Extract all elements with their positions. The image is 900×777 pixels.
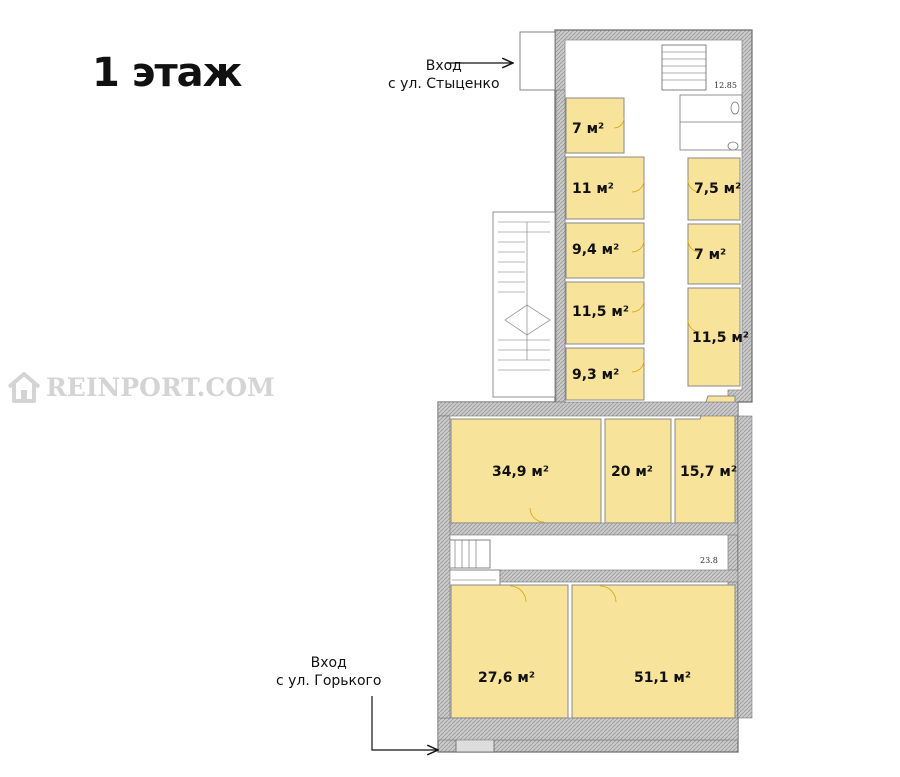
interior-walls xyxy=(437,89,753,741)
room-label-r10: 20 м² xyxy=(611,464,653,480)
room-label-r5: 9,3 м² xyxy=(572,367,619,383)
doors xyxy=(509,117,701,603)
entrance-north-line2: с ул. Стыценко xyxy=(388,76,500,92)
entrance-north-label: Вход с ул. Стыценко xyxy=(388,57,500,93)
room-r8[interactable] xyxy=(687,287,741,387)
room-label-r7: 7 м² xyxy=(694,247,726,263)
room-label-r8: 11,5 м² xyxy=(692,330,749,346)
entrance-south-line2: с ул. Горького xyxy=(276,673,382,689)
room-r7[interactable] xyxy=(687,223,741,285)
floor-title: 1 этаж xyxy=(92,50,242,96)
dimension-middle: 23.8 xyxy=(700,556,718,565)
rooms xyxy=(450,97,741,719)
room-label-r6: 7,5 м² xyxy=(694,181,741,197)
room-r3[interactable] xyxy=(565,222,645,279)
entrance-arrows xyxy=(371,63,513,750)
room-label-r13: 51,1 м² xyxy=(634,670,691,686)
entrance-south-arrow xyxy=(371,696,438,750)
entrance-north-line1: Вход xyxy=(425,58,462,74)
watermark-text: REINPORT.COM xyxy=(46,372,275,402)
room-r1[interactable] xyxy=(565,97,625,154)
staircases xyxy=(447,31,707,753)
entrance-south-label: Вход с ул. Горького xyxy=(276,654,381,690)
room-label-r9: 34,9 м² xyxy=(492,464,549,480)
room-label-r3: 9,4 м² xyxy=(572,242,619,258)
room-label-r2: 11 м² xyxy=(572,181,614,197)
room-label-r11: 15,7 м² xyxy=(680,464,737,480)
room-r2[interactable] xyxy=(565,156,645,220)
house-icon xyxy=(7,372,41,403)
room-r6[interactable] xyxy=(687,157,741,221)
room-r10[interactable] xyxy=(604,418,672,524)
entrance-south-line1: Вход xyxy=(310,655,347,671)
watermark: REINPORT.COM xyxy=(6,370,275,404)
room-r12[interactable] xyxy=(450,584,569,719)
room-r5[interactable] xyxy=(565,347,645,401)
room-label-r1: 7 м² xyxy=(572,121,604,137)
dimension-top: 12.85 xyxy=(714,81,737,90)
room-r13[interactable] xyxy=(571,584,736,719)
room-r4[interactable] xyxy=(565,281,645,345)
restroom-area xyxy=(679,94,743,151)
room-labels: 7 м² 11 м² 9,4 м² 11,5 м² 9,3 м² 7,5 м² … xyxy=(478,121,749,686)
room-label-r4: 11,5 м² xyxy=(572,304,629,320)
room-label-r12: 27,6 м² xyxy=(478,670,535,686)
